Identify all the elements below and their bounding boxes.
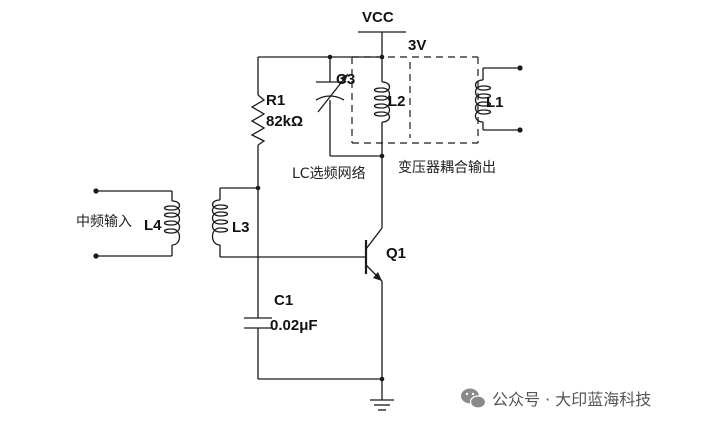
input-label: 中频输入: [76, 214, 132, 230]
inductor-l4: L4: [144, 200, 181, 246]
transformer-output-label: 变压器耦合输出: [398, 160, 496, 176]
supply-voltage: 3V: [408, 37, 426, 54]
c3-ref: C3: [336, 71, 355, 88]
watermark: 公众号 · 大印蓝海科技: [461, 388, 651, 409]
inductor-l2: L2: [373, 81, 406, 123]
l3-ref: L3: [232, 219, 250, 236]
input-terminal-top: [93, 188, 99, 194]
junction: [255, 185, 261, 191]
ground-symbol: [370, 399, 394, 411]
junction: [379, 153, 385, 159]
terminals: [93, 65, 523, 259]
transistor-q1: Q1: [364, 227, 406, 282]
l2-ref: L2: [388, 93, 406, 110]
variable-capacitor-c3: C3: [315, 71, 355, 113]
vcc-supply: VCC 3V: [358, 9, 426, 57]
transformer-boundary: [351, 56, 479, 144]
l4-ref: L4: [144, 217, 162, 234]
c1-value: 0.02μF: [270, 317, 318, 334]
c1-ref: C1: [274, 292, 293, 309]
lc-network-label: LC选频网络: [292, 166, 366, 182]
capacitor-c1: C1 0.02μF: [244, 292, 318, 334]
vcc-label: VCC: [362, 9, 394, 26]
resistor-r1: R1 82kΩ: [250, 92, 303, 146]
wiring: [96, 56, 520, 400]
inductor-l1: L1: [474, 79, 504, 123]
watermark-text: 公众号 · 大印蓝海科技: [492, 390, 651, 409]
junctions: [255, 54, 385, 382]
junction: [327, 54, 333, 60]
wechat-icon: [461, 388, 487, 409]
output-terminal-bottom: [517, 127, 523, 133]
inductor-l3: L3: [211, 199, 250, 246]
r1-value: 82kΩ: [266, 113, 303, 130]
l1-ref: L1: [486, 94, 504, 111]
junction: [379, 376, 385, 382]
r1-ref: R1: [266, 92, 285, 109]
q1-ref: Q1: [386, 245, 406, 262]
output-terminal-top: [517, 65, 523, 71]
input-terminal-bottom: [93, 253, 99, 259]
